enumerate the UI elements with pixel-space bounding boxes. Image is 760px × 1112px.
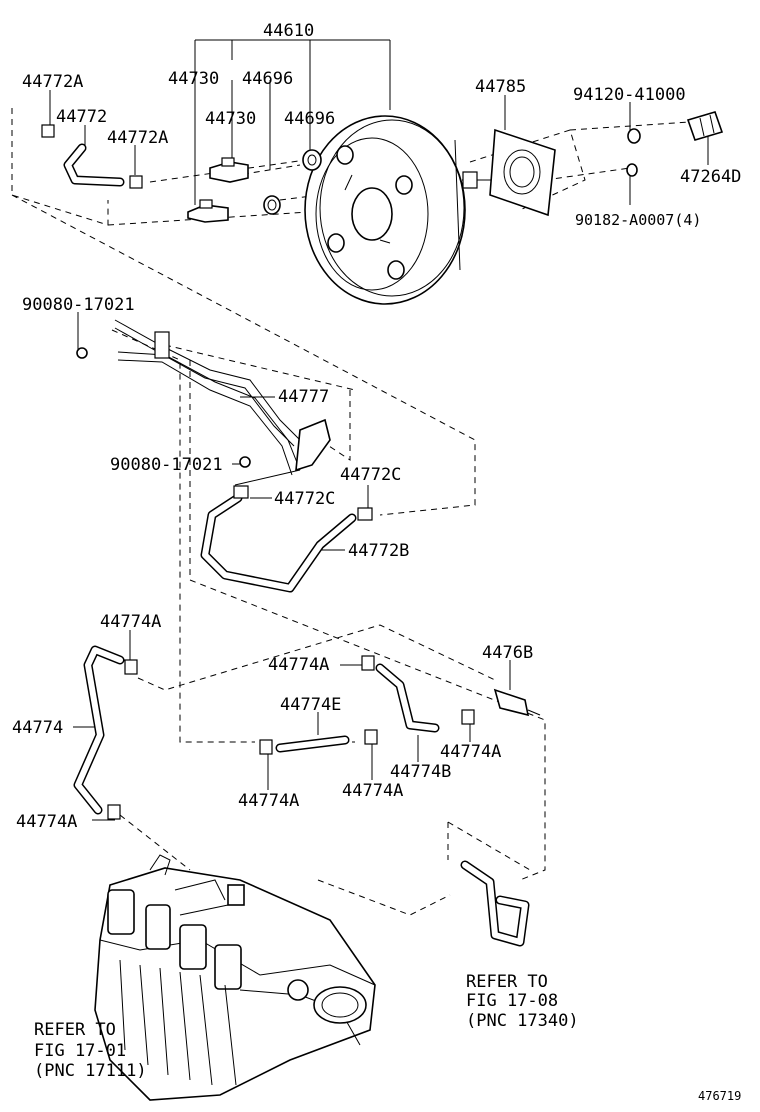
label-44777: 44777	[278, 387, 329, 407]
label-44774A-6: 44774A	[16, 812, 77, 832]
label-44785: 44785	[475, 77, 526, 97]
label-44772: 44772	[56, 107, 107, 127]
hose-44772	[41, 124, 143, 189]
ref-right-line3: (PNC 17340)	[466, 1011, 579, 1031]
check-valve-44730-a	[209, 157, 249, 183]
label-44772B: 44772B	[348, 541, 409, 561]
figure-id: 476719	[698, 1089, 741, 1103]
hose-44774B	[361, 655, 440, 745]
label-44774B: 44774B	[390, 762, 451, 782]
label-44730-a: 44730	[168, 69, 219, 89]
label-44772A-a: 44772A	[22, 72, 83, 92]
nut-90182	[626, 163, 638, 177]
ref-right-line1: REFER TO	[466, 972, 548, 992]
intake-manifold	[94, 854, 376, 1101]
part-labels: 44610 44730 44696 44730 44696 44772A 447…	[12, 21, 741, 832]
nut-94120	[627, 128, 641, 144]
grommet-44696-a	[302, 149, 322, 171]
hose-44772B	[200, 485, 373, 593]
valve-4476B	[461, 688, 541, 725]
label-44772C-a: 44772C	[340, 465, 401, 485]
grommet-44696-b	[263, 195, 281, 215]
hose-44774E	[259, 735, 350, 755]
label-90080-a: 90080-17021	[22, 295, 135, 315]
ref-right-line2: FIG 17-08	[466, 991, 558, 1011]
label-44774: 44774	[12, 718, 63, 738]
label-44774E: 44774E	[280, 695, 341, 715]
clevis-47264D	[686, 111, 724, 141]
label-90080-b: 90080-17021	[110, 455, 223, 475]
hose-44774	[73, 645, 138, 820]
label-44774A-2: 44774A	[268, 655, 329, 675]
label-94120: 94120-41000	[573, 85, 686, 105]
label-44696-b: 44696	[284, 109, 335, 129]
label-4476B: 4476B	[482, 643, 533, 663]
ref-left-line3: (PNC 17111)	[34, 1061, 147, 1081]
guide-lines	[11, 108, 691, 916]
label-44610: 44610	[263, 21, 314, 41]
reference-notes: REFER TO FIG 17-08 (PNC 17340) REFER TO …	[34, 972, 579, 1081]
gasket-44785	[489, 128, 556, 217]
label-44774A-4: 44774A	[238, 791, 299, 811]
label-44772C-b: 44772C	[274, 489, 335, 509]
label-44774A-3: 44774A	[440, 742, 501, 762]
label-44730-b: 44730	[205, 109, 256, 129]
ref-left-line1: REFER TO	[34, 1020, 116, 1040]
pipe-44777	[76, 319, 331, 486]
label-44774A-1: 44774A	[100, 612, 161, 632]
check-valve-44730-b	[187, 199, 229, 223]
brake-booster	[304, 115, 500, 305]
hose-ref-17340	[460, 860, 530, 947]
label-44774A-5: 44774A	[342, 781, 403, 801]
label-47264D: 47264D	[680, 167, 741, 187]
label-44696-a: 44696	[242, 69, 293, 89]
label-44772A-b: 44772A	[107, 128, 168, 148]
label-90182: 90182-A0007(4)	[575, 211, 701, 229]
ref-left-line2: FIG 17-01	[34, 1041, 126, 1061]
